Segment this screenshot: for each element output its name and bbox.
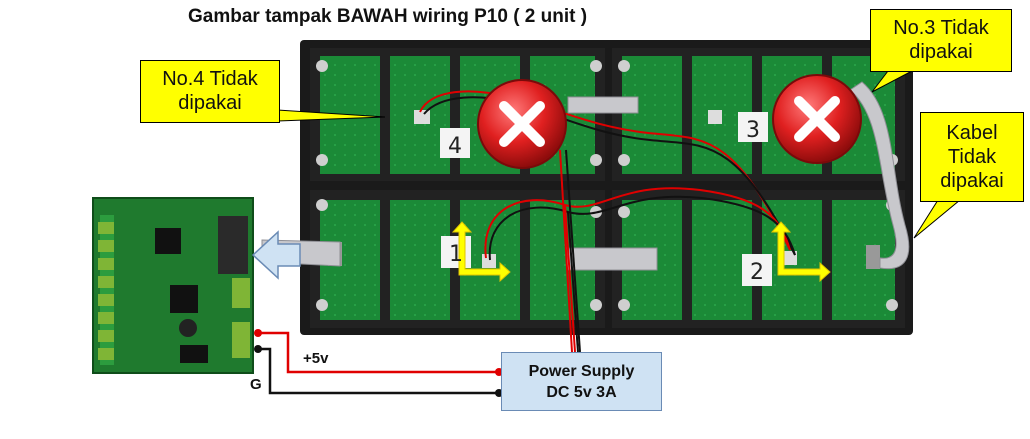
callout-kabel-line3: dipakai <box>940 170 1004 192</box>
controller-board <box>92 197 254 374</box>
positive-wire-label: +5v <box>303 350 329 367</box>
power-supply-box: Power Supply DC 5v 3A <box>501 352 662 411</box>
ground-wire-label: G <box>250 376 262 393</box>
callout-no4-line2: dipakai <box>178 92 242 114</box>
power-supply-line1: Power Supply <box>528 363 635 380</box>
panel-number-4: 4 <box>448 134 462 159</box>
callout-no4-not-used: No.4 Tidak dipakai <box>140 60 280 123</box>
callout-no4-line1: No.4 Tidak <box>162 68 258 90</box>
callout-kabel-line2: Tidak <box>947 146 997 168</box>
p10-panel-assembly <box>300 40 913 335</box>
callout-cable-not-used: Kabel Tidak dipakai <box>920 112 1024 202</box>
panel-number-2: 2 <box>750 260 764 285</box>
supply-wires <box>254 329 503 397</box>
panel-number-3: 3 <box>746 118 760 143</box>
callout-no3-not-used: No.3 Tidak dipakai <box>870 9 1012 72</box>
not-used-badge-4 <box>477 79 567 169</box>
panel-module-2 <box>612 190 905 328</box>
direction-arrows <box>451 221 831 283</box>
callout-no3-line1: No.3 Tidak <box>893 17 989 39</box>
diagram-title: Gambar tampak BAWAH wiring P10 ( 2 unit … <box>188 6 588 27</box>
panel-number-1: 1 <box>449 242 463 267</box>
not-used-badge-3 <box>772 74 862 164</box>
data-flow-arrow <box>251 230 301 280</box>
callout-kabel-line1: Kabel <box>946 122 998 144</box>
panel-power-wires <box>419 90 796 353</box>
power-supply-line2: DC 5v 3A <box>546 384 617 401</box>
callout-no3-line2: dipakai <box>909 41 973 63</box>
